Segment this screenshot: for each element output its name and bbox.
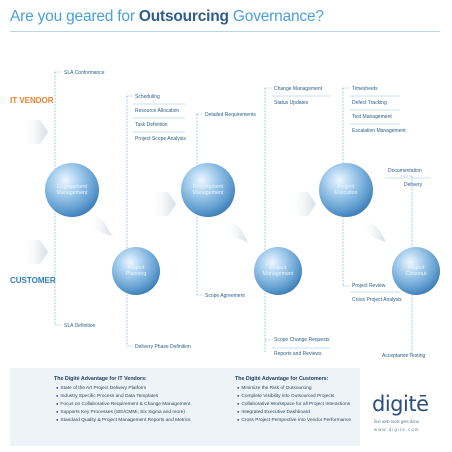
customer-advantage-title: The Digité Advantage for Customers: [235, 376, 329, 382]
label-reports-and-reviews: Reports and Reviews [274, 351, 322, 357]
label-resource-allocation: Resource Allocation [135, 108, 180, 114]
sphere-requirement [181, 163, 235, 217]
vendor-advantage-item: State of the Art Project Delivery Platfo… [56, 385, 146, 392]
label-scheduling: Scheduling [135, 94, 160, 100]
phase-line: Project [407, 265, 425, 271]
phase-line: Project [269, 265, 287, 271]
label-acceptance-testing: Acceptance Testing [382, 353, 426, 359]
phase-line: Planning [125, 271, 147, 278]
vendor-advantage-item: Supports Key Processes (SEI/CMMi, Six Si… [56, 409, 185, 416]
phase-line: Management [262, 271, 294, 278]
label-detailed-requirements: Detailed Requirements [205, 112, 256, 118]
phase-line: Engagement [56, 184, 88, 190]
flow-arrow [290, 192, 316, 216]
label-scope-change-requests: Scope Change Requests [274, 337, 330, 343]
label-test-management: Test Management [352, 114, 392, 120]
logo-url: w w w . d i g i t e . c o m [374, 427, 419, 432]
page-title: Are you geared for Outsourcing Governanc… [10, 8, 324, 25]
label-project-review: Project Review [352, 283, 386, 289]
label-escalation-management: Escalation Management [352, 128, 406, 134]
phase-line: Closeout [405, 271, 427, 278]
label-status-updates: Status Updates [274, 100, 309, 106]
label-documentation: Documentation [388, 168, 422, 174]
sphere-execution [319, 163, 373, 217]
phase-line: Management [192, 190, 224, 197]
phase-spheres [45, 163, 440, 295]
flow-arrow [362, 218, 386, 242]
phase-line: Requirement [192, 184, 224, 190]
label-rules [133, 95, 430, 349]
sphere-planning [112, 247, 160, 295]
vendor-advantage-item: Focus on Collaborative Requirement & Cha… [56, 401, 190, 408]
label-delivery: Delivery [404, 182, 423, 188]
flow-arrow [150, 192, 176, 216]
label-sla-definition: SLA Definition [64, 323, 96, 329]
vendor-advantage-item: Standard Quality & Project Management Re… [56, 417, 190, 424]
phase-line: Project [337, 184, 355, 190]
sphere-project-management [254, 247, 302, 295]
flow-arrow [88, 212, 112, 236]
label-cross-project-analysis: Cross Project Analysis [352, 297, 402, 303]
flow-arrows [22, 120, 386, 264]
sphere-engagement [45, 163, 99, 217]
logo-tagline: fine web tools gets done [374, 419, 420, 424]
label-timesheets: Timesheets [352, 86, 378, 92]
label-defect-tracking: Defect Tracking [352, 100, 387, 106]
logo-wordmark: digitē [372, 392, 429, 416]
label-task-definition: Task Definition [135, 122, 168, 128]
digite-logo: digitē fine web tools gets done w w w . … [372, 392, 446, 442]
label-project-scope-analysis: Project Scope Analysis [135, 136, 186, 142]
phase-line: Project [127, 265, 145, 271]
lane-label-customer: CUSTOMER [10, 276, 56, 285]
label-sla-conformance: SLA Conformance [64, 70, 105, 76]
flow-arrow [22, 240, 48, 264]
vendor-advantage-item: Industry Specific Process and Data Templ… [56, 393, 158, 400]
title-divider [10, 31, 440, 32]
lane-label-it-vendor: IT VENDOR [10, 96, 54, 105]
phase-line: Management [56, 190, 88, 197]
label-delivery-phase-definition: Delivery Phase Definition [135, 344, 191, 350]
customer-advantage-item: Integrated Executive Dashboard [237, 409, 310, 416]
customer-advantage-item: Minimize the Risk of Outsourcing [237, 385, 311, 392]
vendor-advantage-title: The Digité Advantage for IT Vendors: [54, 376, 147, 382]
label-change-management: Change Management [274, 86, 323, 92]
sphere-closeout [392, 247, 440, 295]
customer-advantage-item: Cross Project Perspective into Vendor Pe… [237, 417, 351, 424]
customer-advantage-item: Collaborative Workspace for all Project … [237, 401, 350, 408]
flow-arrow [224, 218, 248, 242]
phase-line: Execution [334, 190, 358, 197]
customer-advantage-item: Complete Visibility into Outsourced Proj… [237, 393, 334, 400]
flow-arrow [22, 120, 48, 144]
label-scope-agreement: Scope Agreement [205, 293, 245, 299]
